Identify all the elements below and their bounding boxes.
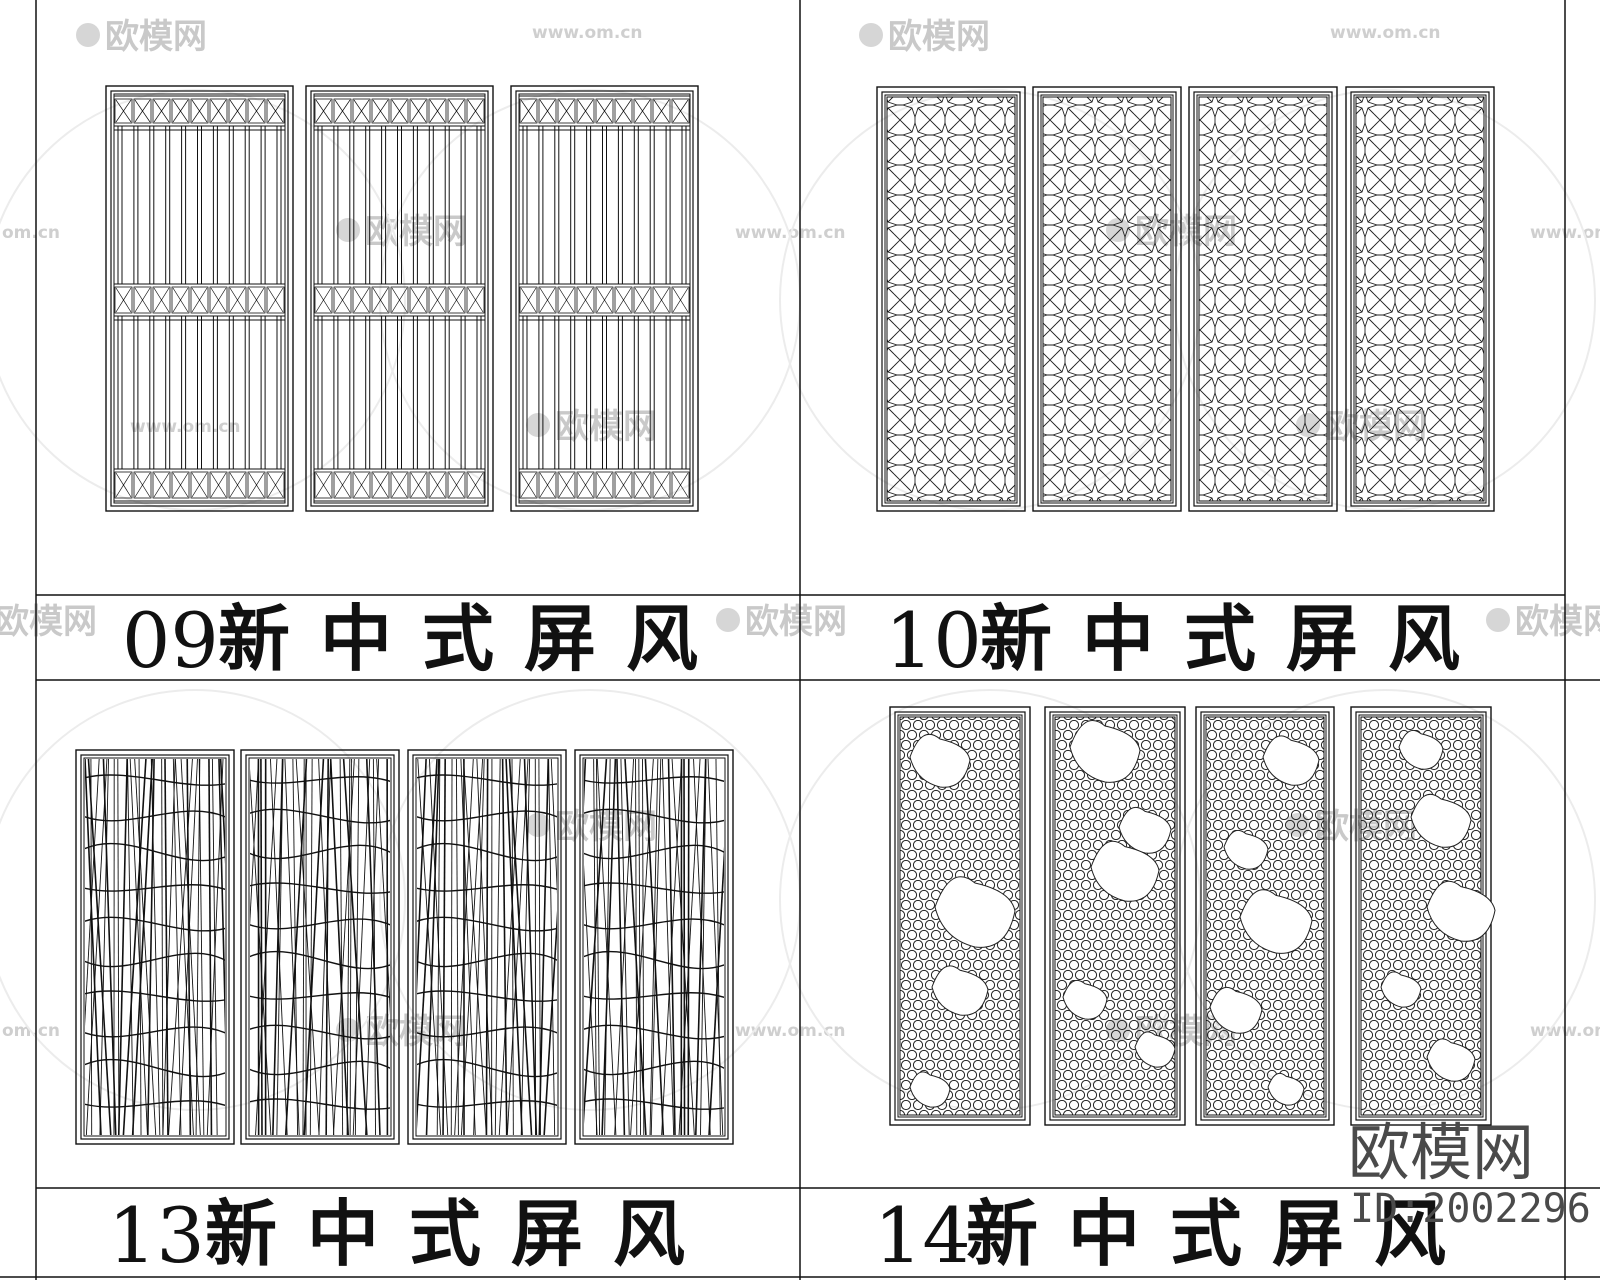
caption-09: 09 新中式屏风 xyxy=(122,596,698,685)
screen-14-leaf xyxy=(889,706,1031,1126)
screen-14-leaf xyxy=(1044,706,1186,1126)
watermark-logo-icon xyxy=(1486,608,1510,632)
screen-13-leaf xyxy=(574,749,734,1145)
caption-13: 13 新中式屏风 xyxy=(108,1191,685,1280)
watermark-logo-icon xyxy=(716,608,740,632)
screen-14-leaf xyxy=(1350,706,1496,1126)
brand-watermark: 欧模网 ID:2002296 xyxy=(1348,1116,1591,1232)
caption-13-number: 13 xyxy=(108,1191,205,1280)
watermark-logo-text: 欧模网 xyxy=(105,17,207,57)
watermark-logo-text: 欧模网 xyxy=(745,602,847,642)
screen-09-leaf xyxy=(305,85,494,512)
caption-10-number: 10 xyxy=(885,596,982,685)
caption-09-text: 新中式屏风 xyxy=(218,597,698,681)
watermark-logo-icon xyxy=(859,23,883,47)
watermark-url: www.om.cn xyxy=(735,1021,846,1041)
screen-10-leaf xyxy=(1032,86,1182,512)
caption-13-text: 新中式屏风 xyxy=(205,1192,685,1276)
watermark-arc xyxy=(0,689,406,1111)
watermark-logo-text: 欧模网 xyxy=(365,212,467,252)
brand-name: 欧模网 xyxy=(1348,1116,1534,1189)
caption-14-number: 14 xyxy=(874,1191,971,1280)
caption-09-number: 09 xyxy=(122,596,219,685)
watermark-logo-text: 欧模网 xyxy=(0,602,97,642)
watermark-url: www.om.cn xyxy=(1330,23,1441,43)
watermark-logo-icon xyxy=(526,413,550,437)
watermark-logo-text: 欧模网 xyxy=(888,17,990,57)
caption-10: 10 新中式屏风 xyxy=(885,596,1460,685)
watermark-arc xyxy=(379,89,801,511)
screen-13-leaf xyxy=(240,749,400,1145)
watermark-url: www.om.cn xyxy=(532,23,643,43)
watermark-logo-icon xyxy=(336,218,360,242)
watermark-arc xyxy=(0,89,406,511)
brand-id: ID:2002296 xyxy=(1350,1186,1591,1232)
screen-10-leaf xyxy=(1345,86,1495,512)
screen-13-leaf xyxy=(407,749,567,1145)
screen-10-drawing xyxy=(876,86,1495,512)
screen-13-leaf xyxy=(75,749,235,1145)
screen-09-leaf xyxy=(105,85,294,512)
watermark-url: om.cn xyxy=(2,223,60,243)
screen-10-leaf xyxy=(1188,86,1338,512)
watermark-logo-icon xyxy=(526,813,550,837)
screen-09-drawing xyxy=(105,85,699,512)
watermark-logo-text: 欧模网 xyxy=(555,807,657,847)
caption-10-text: 新中式屏风 xyxy=(980,597,1460,681)
screen-14-leaf xyxy=(1195,706,1335,1126)
screen-09-leaf xyxy=(510,85,699,512)
watermark-logo-text: 欧模网 xyxy=(1515,602,1600,642)
watermark-arc xyxy=(1174,89,1596,511)
screen-10-leaf xyxy=(876,86,1026,512)
screen-13-drawing xyxy=(75,749,734,1145)
screen-14-drawing xyxy=(889,706,1496,1126)
watermark-logo-icon xyxy=(76,23,100,47)
